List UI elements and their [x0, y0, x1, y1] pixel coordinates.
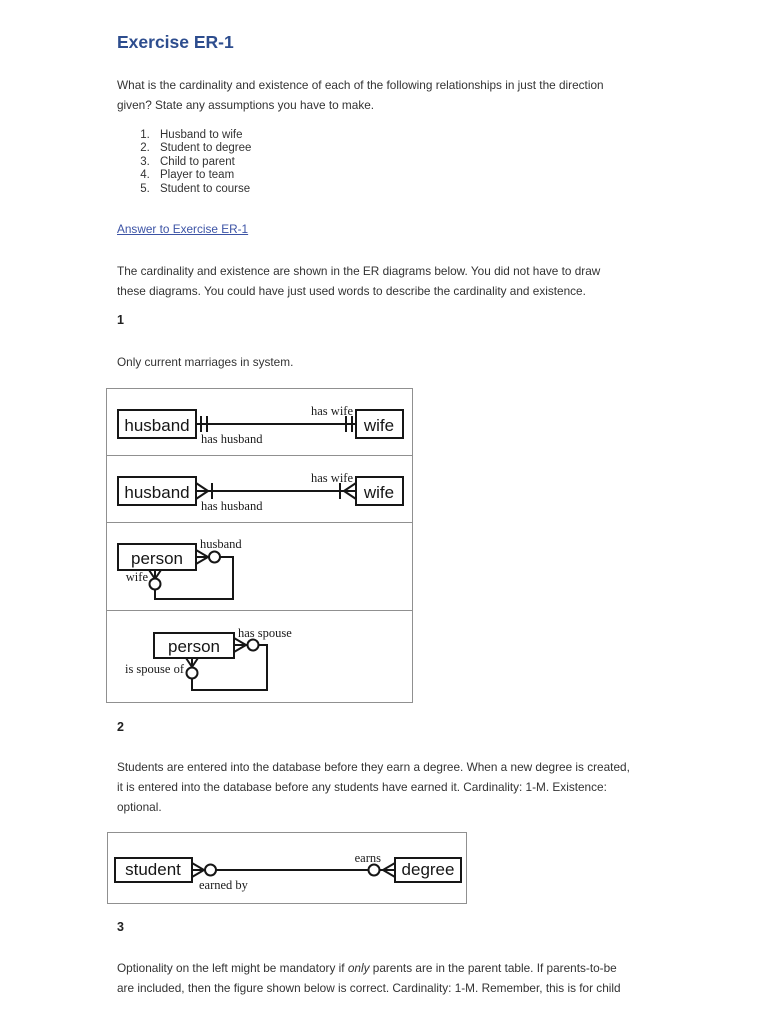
section-3-number: 3: [117, 920, 124, 935]
entity-label: person: [168, 637, 220, 656]
section-1-number: 1: [117, 313, 124, 328]
list-item-husband-to-wife: Husband to wife: [153, 129, 673, 142]
entity-label: wife: [363, 483, 394, 502]
er-diagram-svg: husband wife has wife has husband: [117, 404, 404, 446]
answer-intro-line-1: The cardinality and existence are shown …: [117, 264, 601, 279]
entity-label: husband: [124, 416, 189, 435]
relationship-label-has-husband: has husband: [201, 432, 263, 446]
section-3-text: parents are in the parent table. If pare…: [369, 961, 617, 976]
er-diagram-person-recursive-1: person husband wife: [107, 523, 412, 612]
er-diagram-husband-wife-crowsfoot: husband wife has wife has husband: [107, 456, 412, 524]
er-diagram-svg: person has spouse is spouse of: [125, 626, 292, 692]
er-diagram-svg: husband wife has wife has husband: [117, 471, 404, 513]
section-3-line-1: Optionality on the left might be mandato…: [117, 958, 673, 978]
section-2-line-3: optional.: [117, 800, 162, 815]
optional-circle-icon: [148, 577, 162, 591]
section-3-text: Optionality on the left might be mandato…: [117, 961, 348, 976]
crows-foot-icon: [382, 862, 396, 878]
entity-box-student: [114, 857, 193, 884]
relationship-label-wife: wife: [126, 570, 149, 584]
section-3-line-2: are included, then the figure shown belo…: [117, 981, 621, 996]
relationship-list: Husband to wife Student to degree Child …: [117, 129, 673, 196]
intro-paragraph: What is the cardinality and existence of…: [117, 75, 673, 115]
section-2-line-1: Students are entered into the database b…: [117, 760, 630, 775]
crows-foot-icon: [233, 637, 247, 653]
section-2-line-2: it is entered into the database before a…: [117, 780, 607, 795]
er-diagram-person-recursive-2: person has spouse is spouse of: [107, 611, 412, 702]
optional-circle-icon: [367, 863, 381, 877]
relationship-label-has-wife: has wife: [311, 471, 353, 485]
intro-line-1: What is the cardinality and existence of…: [117, 78, 604, 92]
optional-circle-icon: [204, 863, 217, 877]
entity-box-husband: [117, 409, 197, 440]
entity-box-degree: [394, 857, 462, 884]
answer-intro-line-2: these diagrams. You could have just used…: [117, 284, 586, 299]
entity-box-husband: [117, 476, 197, 507]
er-diagram-husband-wife-bars: husband wife has wife has husband: [107, 389, 412, 457]
relationship-label-is-spouse-of: is spouse of: [125, 662, 185, 676]
intro-line-2: given? State any assumptions you have to…: [117, 98, 375, 112]
list-item-student-to-course: Student to course: [153, 183, 673, 196]
relationship-label-has-wife: has wife: [311, 404, 353, 418]
section-2-paragraph: Students are entered into the database b…: [117, 757, 673, 817]
section-2-number: 2: [117, 720, 124, 735]
crows-foot-icon: [185, 657, 199, 668]
entity-label: person: [131, 549, 183, 568]
er-diagram-student-degree: student degree earns earned by: [107, 832, 467, 905]
crows-foot-icon: [195, 549, 209, 565]
entity-label: student: [125, 860, 181, 879]
relationship-label-earns: earns: [355, 851, 382, 865]
crows-foot-bar-icon: [195, 482, 213, 500]
entity-box-person: [117, 543, 197, 572]
section-1-caption: Only current marriages in system.: [117, 355, 294, 370]
mandatory-bars-icon: [200, 416, 208, 433]
entity-box-wife: [355, 409, 404, 440]
list-item-child-to-parent: Child to parent: [153, 156, 673, 169]
relationship-label-has-husband: has husband: [201, 499, 263, 513]
answer-link[interactable]: Answer to Exercise ER-1: [117, 222, 249, 237]
section-3-italic-word: only: [347, 961, 370, 976]
er-diagram-svg: student degree earns earned by: [114, 851, 462, 892]
optional-circle-icon: [185, 666, 199, 680]
mandatory-bars-icon: [345, 416, 353, 433]
entity-label: husband: [124, 483, 189, 502]
list-item-student-to-degree: Student to degree: [153, 142, 673, 155]
er-diagram-group: husband wife has wife has husband: [106, 388, 413, 704]
page-title: Exercise ER-1: [117, 32, 234, 52]
section-3-paragraph: Optionality on the left might be mandato…: [117, 958, 673, 998]
answer-intro-paragraph: The cardinality and existence are shown …: [117, 261, 673, 301]
entity-box-wife: [355, 476, 404, 507]
crows-foot-bar-icon: [339, 482, 357, 500]
list-item-player-to-team: Player to team: [153, 169, 673, 182]
relationship-label-has-spouse: has spouse: [238, 626, 292, 640]
relationship-label-earned-by: earned by: [199, 878, 249, 892]
optional-circle-icon: [208, 550, 221, 564]
relationship-label-husband: husband: [200, 537, 242, 551]
crows-foot-icon: [148, 569, 162, 580]
entity-box-person: [153, 632, 235, 660]
er-diagram-svg: person husband wife: [117, 537, 242, 601]
entity-label: degree: [402, 860, 455, 879]
document-page: Exercise ER-1 What is the cardinality an…: [0, 0, 768, 998]
crows-foot-icon: [191, 862, 205, 878]
optional-circle-icon: [246, 638, 260, 652]
entity-label: wife: [363, 416, 394, 435]
